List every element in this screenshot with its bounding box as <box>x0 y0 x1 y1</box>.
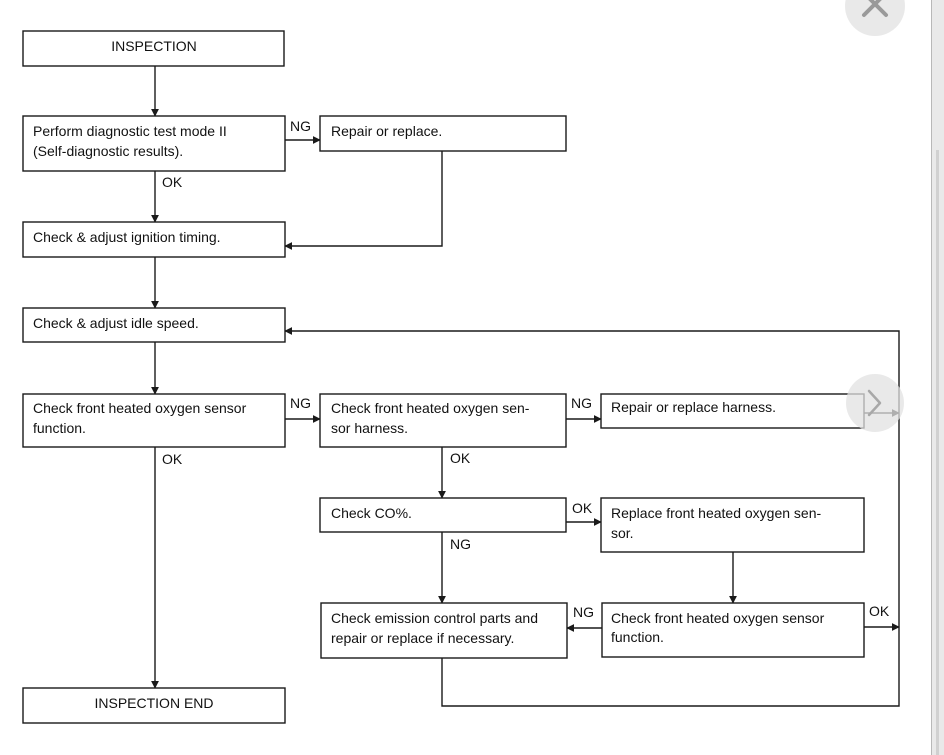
label-harness-ng: NG <box>571 395 592 411</box>
node-idle-speed <box>22 307 286 343</box>
label-co-ok: OK <box>572 500 593 516</box>
nodes <box>22 30 865 724</box>
node-o2-harness-line1: Check front heated oxygen sen- <box>331 400 530 416</box>
node-o2-function-2-line2: function. <box>611 629 664 645</box>
node-co-check <box>319 497 567 533</box>
node-repair-replace-label: Repair or replace. <box>331 123 442 139</box>
page-edge-shadow <box>936 150 939 755</box>
label-o2-ok: OK <box>162 451 183 467</box>
node-replace-o2-line1: Replace front heated oxygen sen- <box>611 505 821 521</box>
node-emission-line1: Check emission control parts and <box>331 610 538 626</box>
node-repair-harness-label: Repair or replace harness. <box>611 399 776 415</box>
node-ignition-timing <box>22 221 286 258</box>
node-ignition-timing-label: Check & adjust ignition timing. <box>33 229 221 245</box>
label-func2-ok: OK <box>869 603 890 619</box>
node-o2-harness <box>319 393 567 448</box>
node-repair-harness <box>600 393 865 429</box>
node-o2-function-line2: function. <box>33 420 86 436</box>
node-o2-function-2-line1: Check front heated oxygen sensor <box>611 610 825 626</box>
node-o2-function-2 <box>601 602 865 658</box>
next-image-button[interactable] <box>846 374 904 432</box>
node-inspection-label: INSPECTION <box>111 38 197 54</box>
node-replace-o2 <box>600 497 865 553</box>
node-diag-test <box>22 115 286 172</box>
node-idle-speed-label: Check & adjust idle speed. <box>33 315 199 331</box>
node-emission <box>320 602 568 659</box>
node-repair-replace <box>319 115 567 152</box>
label-o2-ng: NG <box>290 395 311 411</box>
node-o2-function-line1: Check front heated oxygen sensor <box>33 400 247 416</box>
node-o2-function <box>22 393 286 448</box>
close-icon <box>862 0 888 17</box>
edge-labels: NG OK NG OK NG OK OK NG NG OK <box>162 118 890 620</box>
node-co-check-label: Check CO%. <box>331 505 412 521</box>
node-diag-test-line1: Perform diagnostic test mode II <box>33 123 227 139</box>
node-inspection-end <box>22 687 286 724</box>
label-harness-ok: OK <box>450 450 471 466</box>
close-button[interactable] <box>845 0 905 36</box>
node-inspection <box>22 30 285 67</box>
node-inspection-end-label: INSPECTION END <box>94 695 213 711</box>
node-emission-line2: repair or replace if necessary. <box>331 630 514 646</box>
node-replace-o2-line2: sor. <box>611 525 634 541</box>
chevron-right-icon <box>867 389 882 417</box>
node-labels: INSPECTION Perform diagnostic test mode … <box>33 38 825 711</box>
label-func2-ng: NG <box>573 604 594 620</box>
node-diag-test-line2: (Self-diagnostic results). <box>33 143 183 159</box>
edge-emission-loop-to-idle <box>284 327 900 707</box>
label-diag-ok: OK <box>162 174 183 190</box>
edge-repair-to-ignition <box>284 151 443 250</box>
label-co-ng: NG <box>450 536 471 552</box>
label-diag-ng: NG <box>290 118 311 134</box>
node-o2-harness-line2: sor harness. <box>331 420 408 436</box>
